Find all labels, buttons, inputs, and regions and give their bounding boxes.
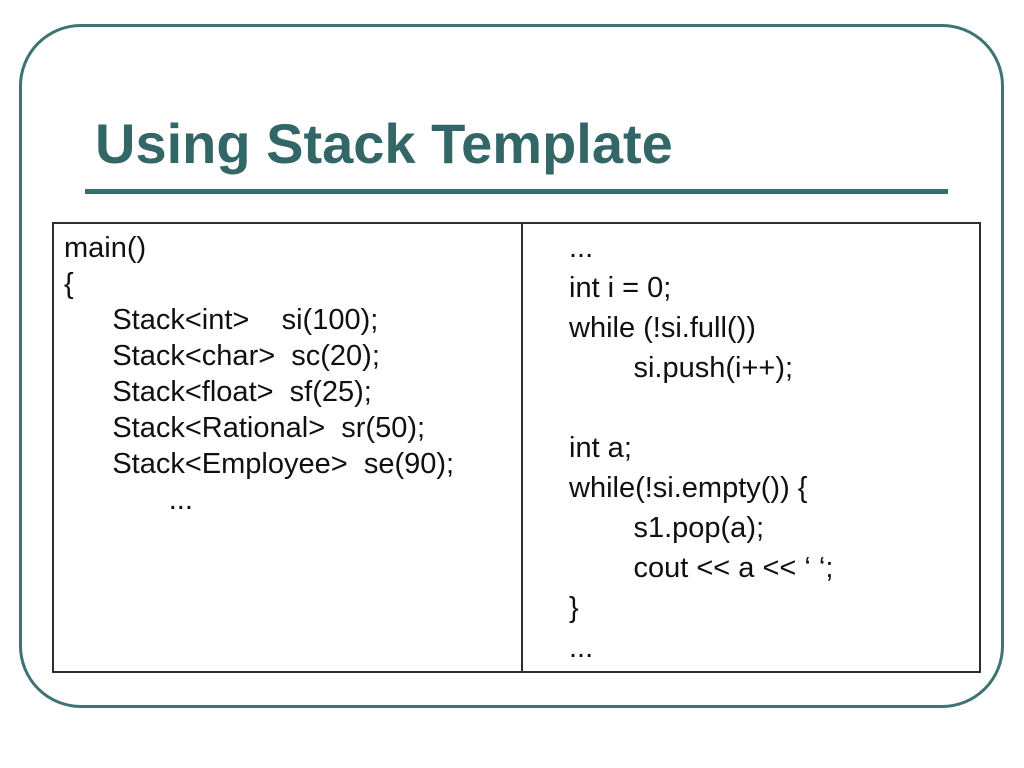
code-table-cell-left: main() { Stack<int> si(100); Stack<char>…: [54, 224, 523, 671]
code-table: main() { Stack<int> si(100); Stack<char>…: [52, 222, 981, 673]
slide-title: Using Stack Template: [95, 112, 673, 175]
code-block-usage: ... int i = 0; while (!si.full()) si.pus…: [569, 232, 834, 664]
code-table-cell-right: ... int i = 0; while (!si.full()) si.pus…: [523, 224, 979, 671]
code-block-declarations: main() { Stack<int> si(100); Stack<char>…: [64, 232, 455, 516]
title-underline-rule: [85, 189, 948, 194]
slide-frame-border: [19, 24, 1004, 708]
